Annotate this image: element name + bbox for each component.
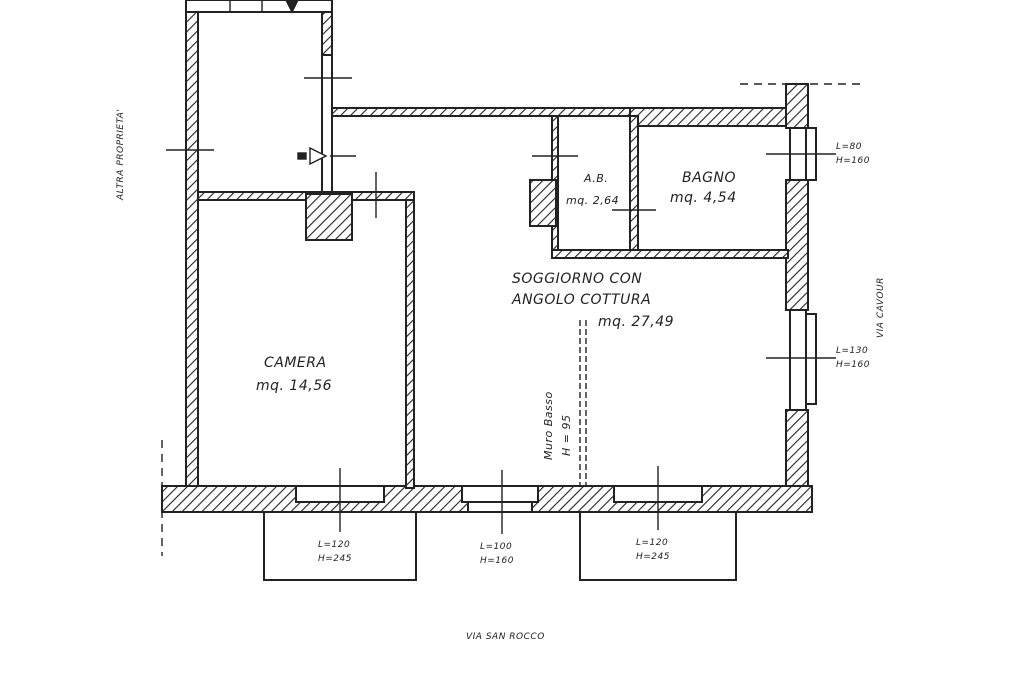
low-wall-height: H = 95	[560, 414, 573, 456]
window-3-width: L=120	[318, 540, 351, 550]
room-ab-name: A.B.	[584, 172, 609, 185]
window-5-width: L=120	[636, 538, 669, 548]
window-1-height: H=160	[836, 156, 870, 166]
street-east-label: VIA CAVOUR	[876, 277, 886, 338]
street-south-label: VIA SAN ROCCO	[466, 632, 545, 642]
room-soggiorno-name-1: SOGGIORNO CON	[512, 271, 643, 287]
room-soggiorno-area: mq. 27,49	[598, 314, 675, 330]
room-soggiorno-name-2: ANGOLO COTTURA	[512, 292, 652, 308]
low-wall-label: Muro Basso	[542, 391, 555, 460]
window-4-width: L=100	[480, 542, 513, 552]
room-ab-area: mq. 2,64	[566, 194, 620, 207]
neighbor-label: ALTRA PROPRIETA'	[116, 108, 126, 200]
window-2-height: H=160	[836, 360, 870, 370]
window-1-width: L=80	[836, 142, 863, 152]
window-3-height: H=245	[318, 554, 352, 564]
window-4-height: H=160	[480, 556, 514, 566]
room-bagno-name: BAGNO	[682, 170, 737, 186]
balcony-west	[263, 511, 417, 581]
room-camera-area: mq. 14,56	[256, 378, 333, 394]
room-camera-name: CAMERA	[264, 355, 327, 371]
wall-west	[185, 0, 199, 489]
room-bagno-area: mq. 4,54	[670, 190, 737, 206]
window-2-width: L=130	[836, 346, 869, 356]
wall-east	[785, 179, 809, 311]
window-5-height: H=245	[636, 552, 670, 562]
